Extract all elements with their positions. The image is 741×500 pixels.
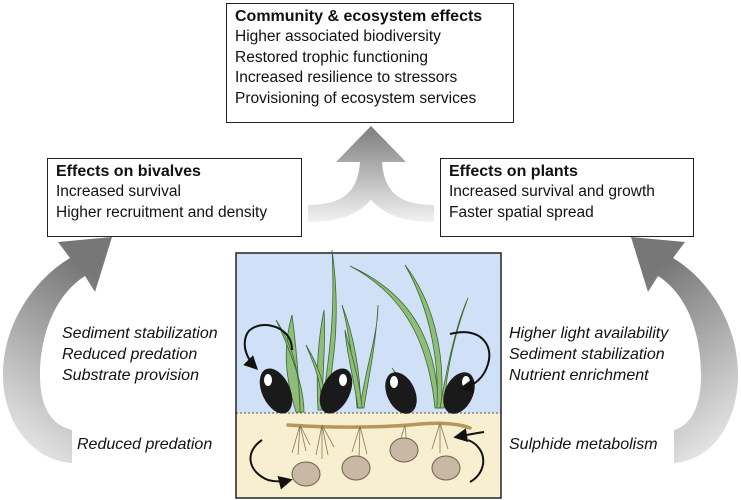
community-effect-item: Increased resilience to stressors xyxy=(235,69,458,86)
center-up-arrow xyxy=(308,126,434,222)
community-effects-box: Community & ecosystem effects Higher ass… xyxy=(226,3,514,123)
left-mechanism-item: Sediment stabilization xyxy=(62,325,218,342)
left-mechanisms: Sediment stabilization Reduced predation… xyxy=(62,323,218,386)
rhizome xyxy=(286,421,472,430)
right-curved-arrow xyxy=(631,237,738,463)
interaction-arrows xyxy=(243,324,491,490)
ecosystem-scene xyxy=(235,249,502,499)
plant-effects-title: Effects on plants xyxy=(449,163,578,180)
bivalve-effects-title: Effects on bivalves xyxy=(56,163,201,180)
community-effect-item: Restored trophic functioning xyxy=(235,48,429,66)
bivalve-effects-box: Effects on bivalves Increased survival H… xyxy=(47,158,302,237)
plant-effect-item: Faster spatial spread xyxy=(449,203,594,221)
roots xyxy=(291,422,449,459)
right-mechanism-item: Nutrient enrichment xyxy=(509,367,649,384)
plant-effects-box: Effects on plants Increased survival and… xyxy=(440,158,694,237)
left-mechanism-item: Reduced predation xyxy=(62,346,198,363)
bivalve-effect-item: Increased survival xyxy=(56,183,181,200)
left-curved-arrow xyxy=(3,237,112,463)
community-effect-item: Provisioning of ecosystem services xyxy=(235,89,477,107)
clam xyxy=(431,455,461,481)
left-bottom-label: Reduced predation xyxy=(77,436,213,453)
clams xyxy=(291,437,461,487)
right-bottom-label: Sulphide metabolism xyxy=(509,436,658,453)
plant-effect-item: Increased survival and growth xyxy=(449,183,655,200)
left-mechanism-item: Substrate provision xyxy=(62,367,199,384)
clam xyxy=(389,437,419,463)
clam xyxy=(341,455,371,481)
bivalve-effect-item: Higher recruitment and density xyxy=(56,203,268,221)
right-mechanism-item: Sediment stabilization xyxy=(509,346,665,363)
community-effects-title: Community & ecosystem effects xyxy=(235,8,483,25)
right-mechanism-item: Higher light availability xyxy=(509,325,669,342)
scene-frame xyxy=(235,252,502,499)
clam xyxy=(291,461,321,487)
right-mechanisms: Higher light availability Sediment stabi… xyxy=(509,323,668,386)
community-effect-item: Higher associated biodiversity xyxy=(235,28,441,45)
